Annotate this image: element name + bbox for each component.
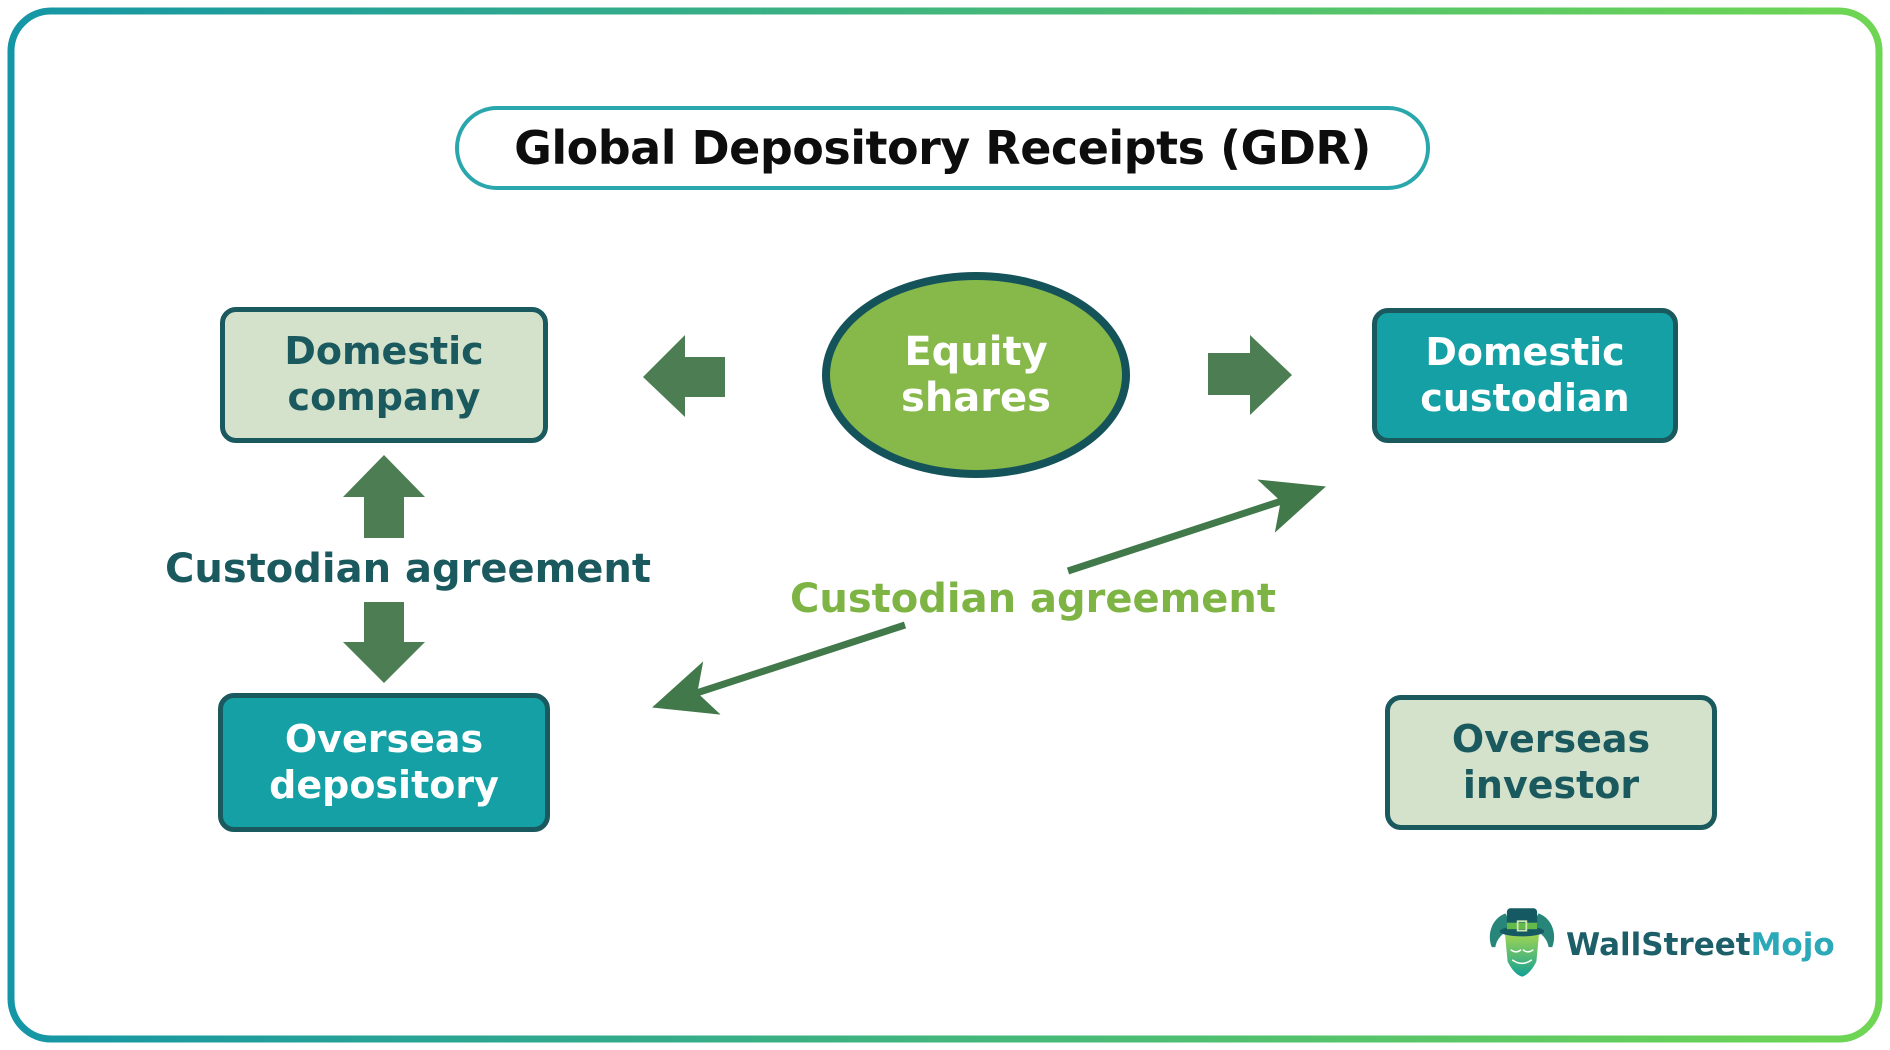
node-label: custodian [1420,375,1630,420]
node-label: Domestic [284,329,484,374]
arrow-down-icon [343,602,425,683]
node-overseas-investor: Overseas investor [1385,695,1717,830]
node-equity-shares: Equity shares [822,272,1130,478]
custodian-agreement-left-label: Custodian agreement [165,546,651,592]
node-domestic-company: Domestic company [220,307,548,443]
node-label: investor [1462,762,1640,807]
wallstreetmojo-logo: WallStreetMojo [1486,903,1835,987]
node-label: Overseas [284,716,484,761]
logo-text: WallStreetMojo [1566,927,1835,963]
arrow-up-icon [343,455,425,538]
arrow-left-icon [643,335,725,417]
node-label: Equity [904,329,1048,375]
node-label: shares [901,375,1051,421]
logo-text-wallstreet: WallStreet [1566,927,1751,963]
node-label: depository [269,762,499,807]
custodian-agreement-center-label: Custodian agreement [790,576,1276,622]
node-label: company [287,375,481,419]
node-domestic-custodian: Domestic custodian [1372,308,1678,443]
node-label: Domestic [1425,329,1625,374]
node-overseas-depository: Overseas depository [218,693,550,832]
page-title: Global Depository Receipts (GDR) [514,121,1371,175]
node-label: Overseas [1451,716,1651,761]
bull-logo-icon [1489,908,1555,977]
logo-text-mojo: Mojo [1750,927,1835,963]
title-pill: Global Depository Receipts (GDR) [455,106,1430,190]
arrow-right-icon [1208,335,1292,415]
